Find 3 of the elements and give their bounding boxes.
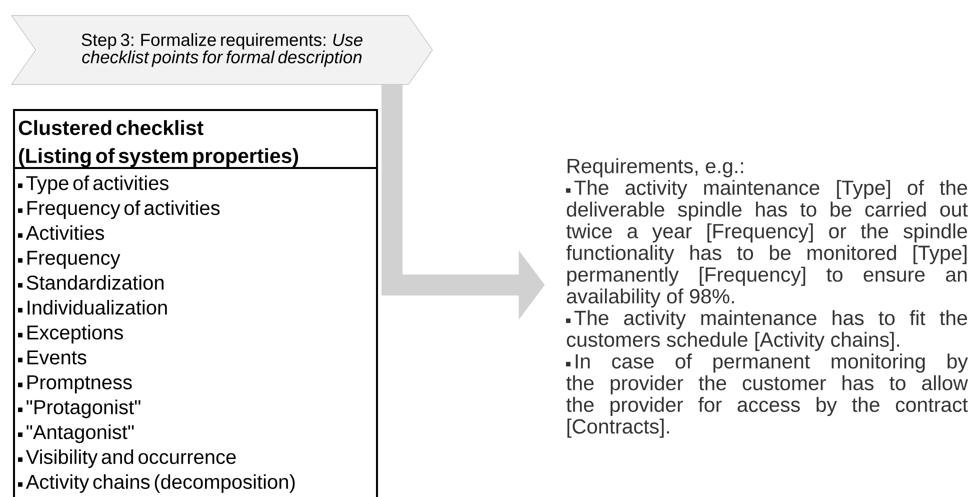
checklist-box: Clustered checklist (Listing of system properties) Type of activities Frequency of activities Activities Frequency Standardization Individualization Exceptions Events Promptness "Protagonist" "Antagonist" Visibility and occurrence Activity chains (decomposition): [13, 109, 378, 497]
requirements-text: Requirements, e.g.: The activity maintenance [Type] of the deliverable spindle has to be carried out twice a year [Frequency] or the spindle functionality has to be monitored [Type] permanently [Frequency] to ensure an availability of 98%. The activity maintenance has to fit the customers schedule [Activity chains]. In case of permanent monitoring by the provider the customer has to allow the provider for access by the contract [Contracts].: [566, 158, 968, 438]
step-chevron: Step 3: Formalize requirements: Use checklist points for formal description: [11, 15, 433, 85]
